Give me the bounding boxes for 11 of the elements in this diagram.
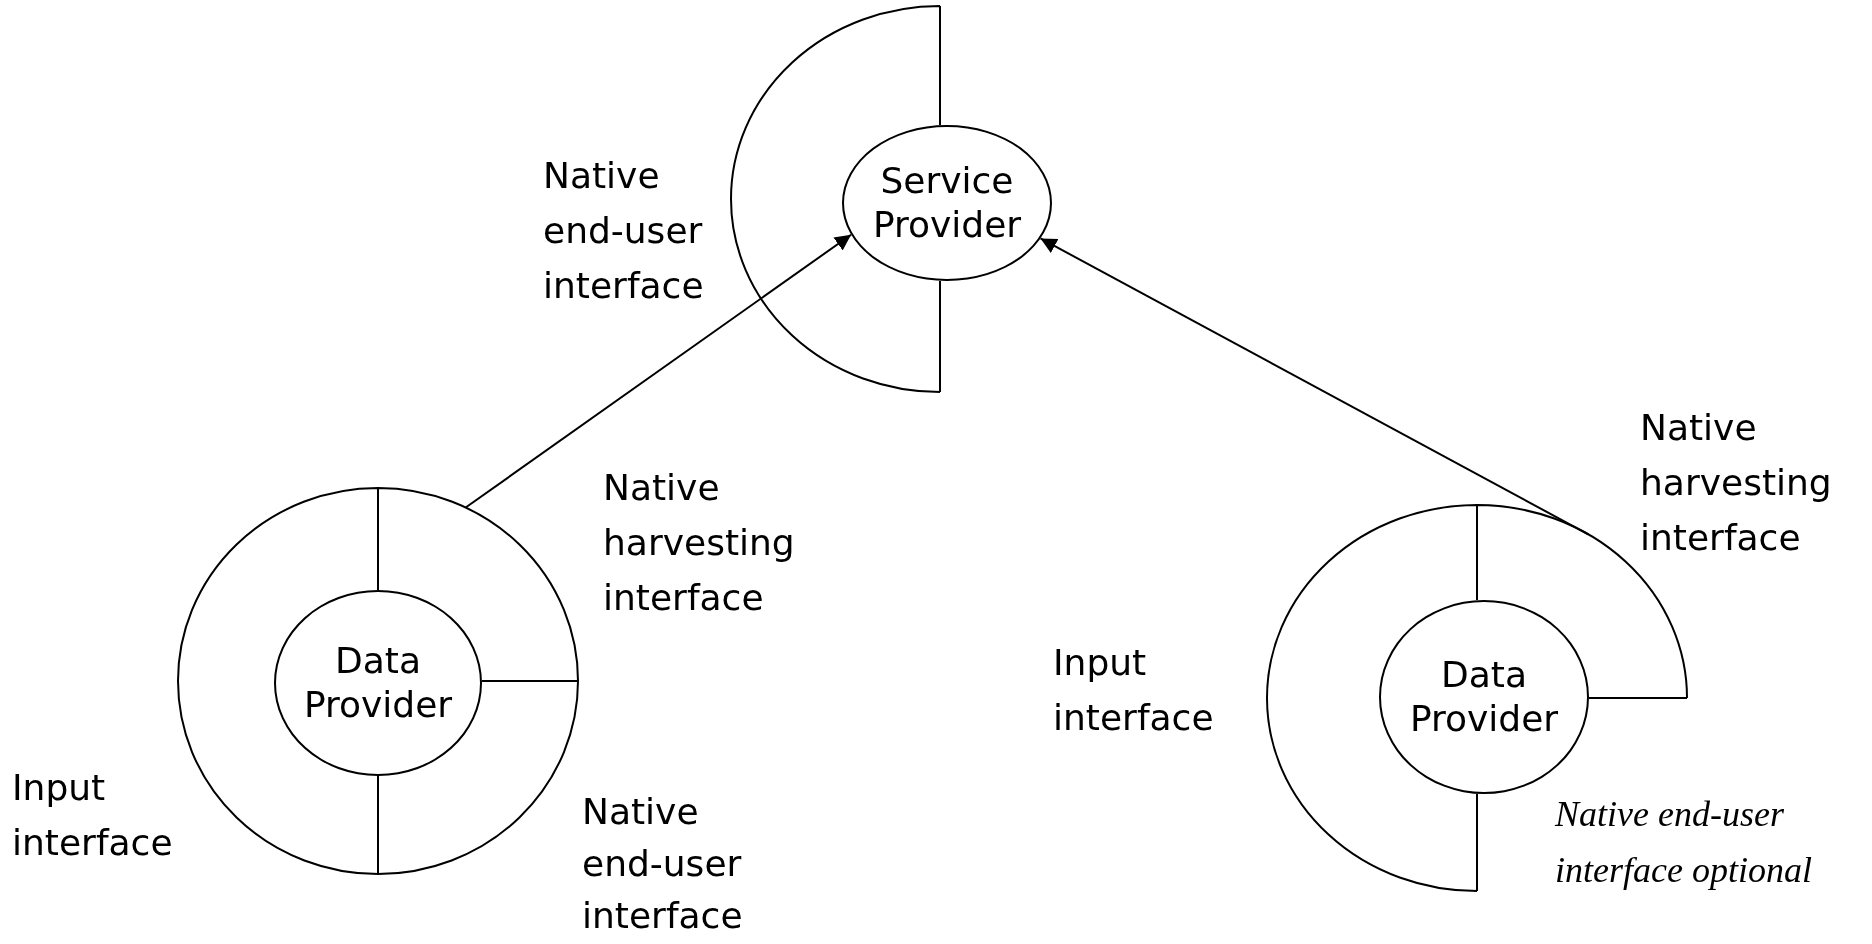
annotation-text: Input interface	[12, 766, 174, 865]
node-label: Service Provider	[871, 159, 1023, 247]
annotation-text: Native harvesting interface	[1640, 406, 1833, 560]
annotation-text: Native end-user interface	[543, 154, 705, 308]
annotation-text: Native harvesting interface	[603, 466, 796, 620]
node-label: Data Provider	[302, 639, 454, 727]
annotation-text: Native end-user interface optional	[1555, 793, 1813, 892]
annotation-text: Native end-user interface	[582, 790, 744, 938]
annotation-text: Input interface	[1053, 641, 1215, 740]
node-label: Data Provider	[1408, 653, 1560, 741]
arrow	[464, 233, 853, 509]
